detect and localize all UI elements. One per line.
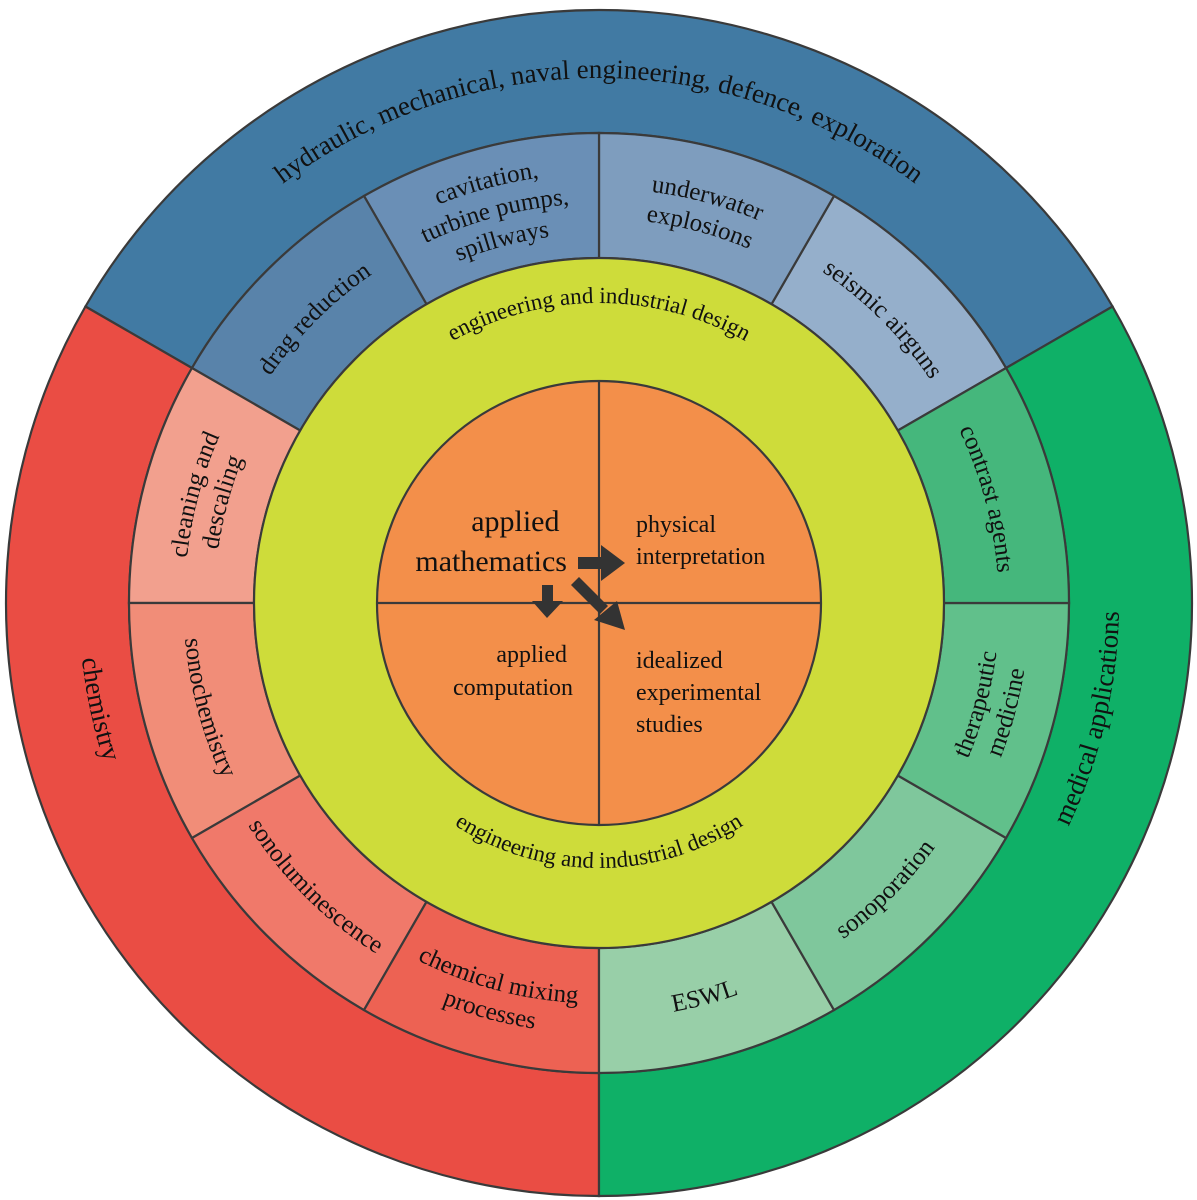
arrow-diagonal-icon — [571, 577, 625, 630]
middle-label-2: cavitation,turbine pumps,spillways — [416, 157, 570, 267]
core-circle: applied mathematics physical interpretat… — [375, 379, 823, 827]
arrow-right-icon — [578, 545, 625, 581]
core-label-physical-interpretation: physical interpretation — [636, 512, 765, 570]
middle-ring: seismic airgunsunderwaterexplosionscavit… — [127, 131, 1071, 1075]
outer-ring: hydraulic, mechanical, naval engineering… — [4, 8, 1194, 1198]
core-label-applied-computation: applied computation — [453, 642, 573, 701]
core-label-applied-mathematics: applied mathematics — [415, 505, 567, 578]
core-label-idealized-experimental-studies: idealized experimental studies — [636, 648, 767, 738]
arrow-down-icon — [532, 585, 563, 618]
